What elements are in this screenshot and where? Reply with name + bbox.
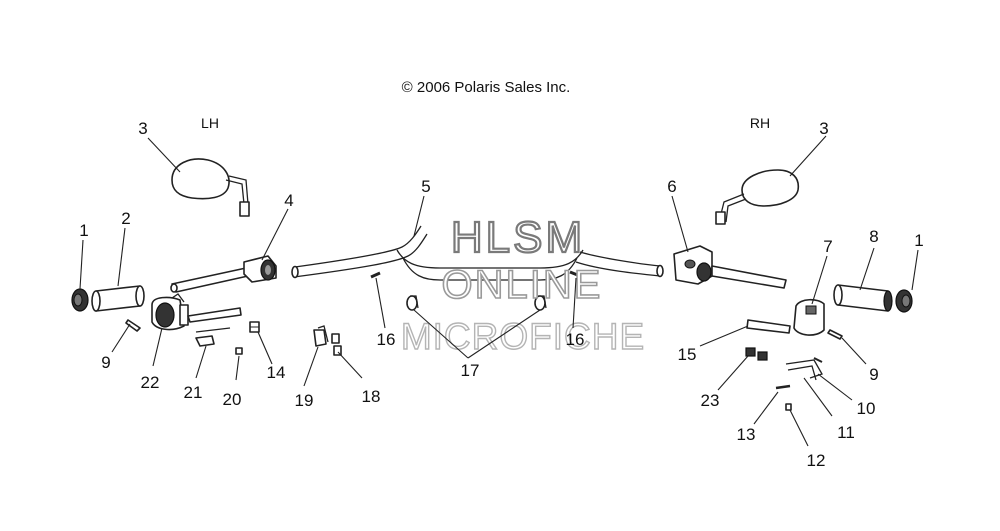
- callout-20: 20: [223, 390, 242, 409]
- callout-11: 11: [837, 423, 855, 442]
- right-brake-lever: [711, 265, 787, 289]
- callout-14: 14: [267, 363, 286, 382]
- callout-18: 18: [362, 387, 381, 406]
- watermark-line-3: MICROFICHE: [401, 316, 645, 357]
- watermark-line-2: ONLINE: [442, 263, 603, 307]
- clamp-bracket: [313, 325, 329, 347]
- callout-15: 15: [678, 345, 697, 364]
- leader-lines: [79, 135, 919, 447]
- callout-3-right: 3: [819, 119, 828, 138]
- callout-5: 5: [421, 177, 430, 196]
- right-switch-cable: [746, 319, 791, 334]
- right-master-cylinder: [673, 245, 713, 285]
- left-switch-housing: [151, 293, 189, 331]
- watermark: HLSM ONLINE MICROFICHE: [400, 212, 645, 358]
- callout-16-left: 16: [377, 330, 396, 349]
- watermark-line-1: HLSM: [451, 213, 585, 262]
- left-lever-assembly: [170, 255, 277, 293]
- callout-7: 7: [823, 237, 832, 256]
- left-clip: [249, 321, 260, 333]
- callout-8: 8: [869, 227, 878, 246]
- right-grip: [833, 284, 893, 312]
- callout-6: 6: [667, 177, 676, 196]
- callout-13: 13: [737, 425, 756, 444]
- callout-1-right: 1: [914, 231, 923, 250]
- callout-9-right: 9: [869, 365, 878, 384]
- throttle-bracket: [785, 357, 823, 381]
- left-mirror: [171, 158, 250, 217]
- callout-16-right: 16: [566, 330, 585, 349]
- left-grip: [91, 285, 145, 312]
- callout-21: 21: [184, 383, 203, 402]
- handlebar: [291, 225, 664, 281]
- callout-22: 22: [141, 373, 160, 392]
- right-spacer: [569, 270, 581, 278]
- right-screw-13: [775, 384, 791, 390]
- callout-17: 17: [461, 361, 480, 380]
- right-side-label: RH: [750, 115, 770, 131]
- left-bar-end-cap: [71, 288, 89, 312]
- right-clips: [745, 347, 768, 361]
- callout-9-left: 9: [101, 353, 110, 372]
- callout-4: 4: [284, 191, 293, 210]
- callout-1-left: 1: [79, 221, 88, 240]
- left-switch-cable: [187, 307, 242, 347]
- right-switch-housing: [793, 298, 825, 336]
- right-screw-12: [785, 403, 792, 411]
- right-mirror: [715, 169, 800, 225]
- right-pin: [827, 329, 843, 340]
- left-side-label: LH: [201, 115, 219, 131]
- small-screw: [235, 347, 243, 355]
- callout-12: 12: [807, 451, 826, 470]
- callout-labels: 1 2 3 4 5 6 3 7 8 1 9 22 21 20 14 19 18 …: [79, 119, 923, 470]
- copyright-text: © 2006 Polaris Sales Inc.: [402, 79, 571, 96]
- clamp-bolts: [331, 333, 342, 356]
- callout-19: 19: [295, 391, 314, 410]
- left-spacer: [370, 271, 381, 279]
- callout-2: 2: [121, 209, 130, 228]
- callout-23: 23: [701, 391, 720, 410]
- right-bar-end-cap: [895, 289, 913, 313]
- left-pin: [125, 319, 141, 332]
- callout-3-left: 3: [138, 119, 147, 138]
- callout-10: 10: [857, 399, 876, 418]
